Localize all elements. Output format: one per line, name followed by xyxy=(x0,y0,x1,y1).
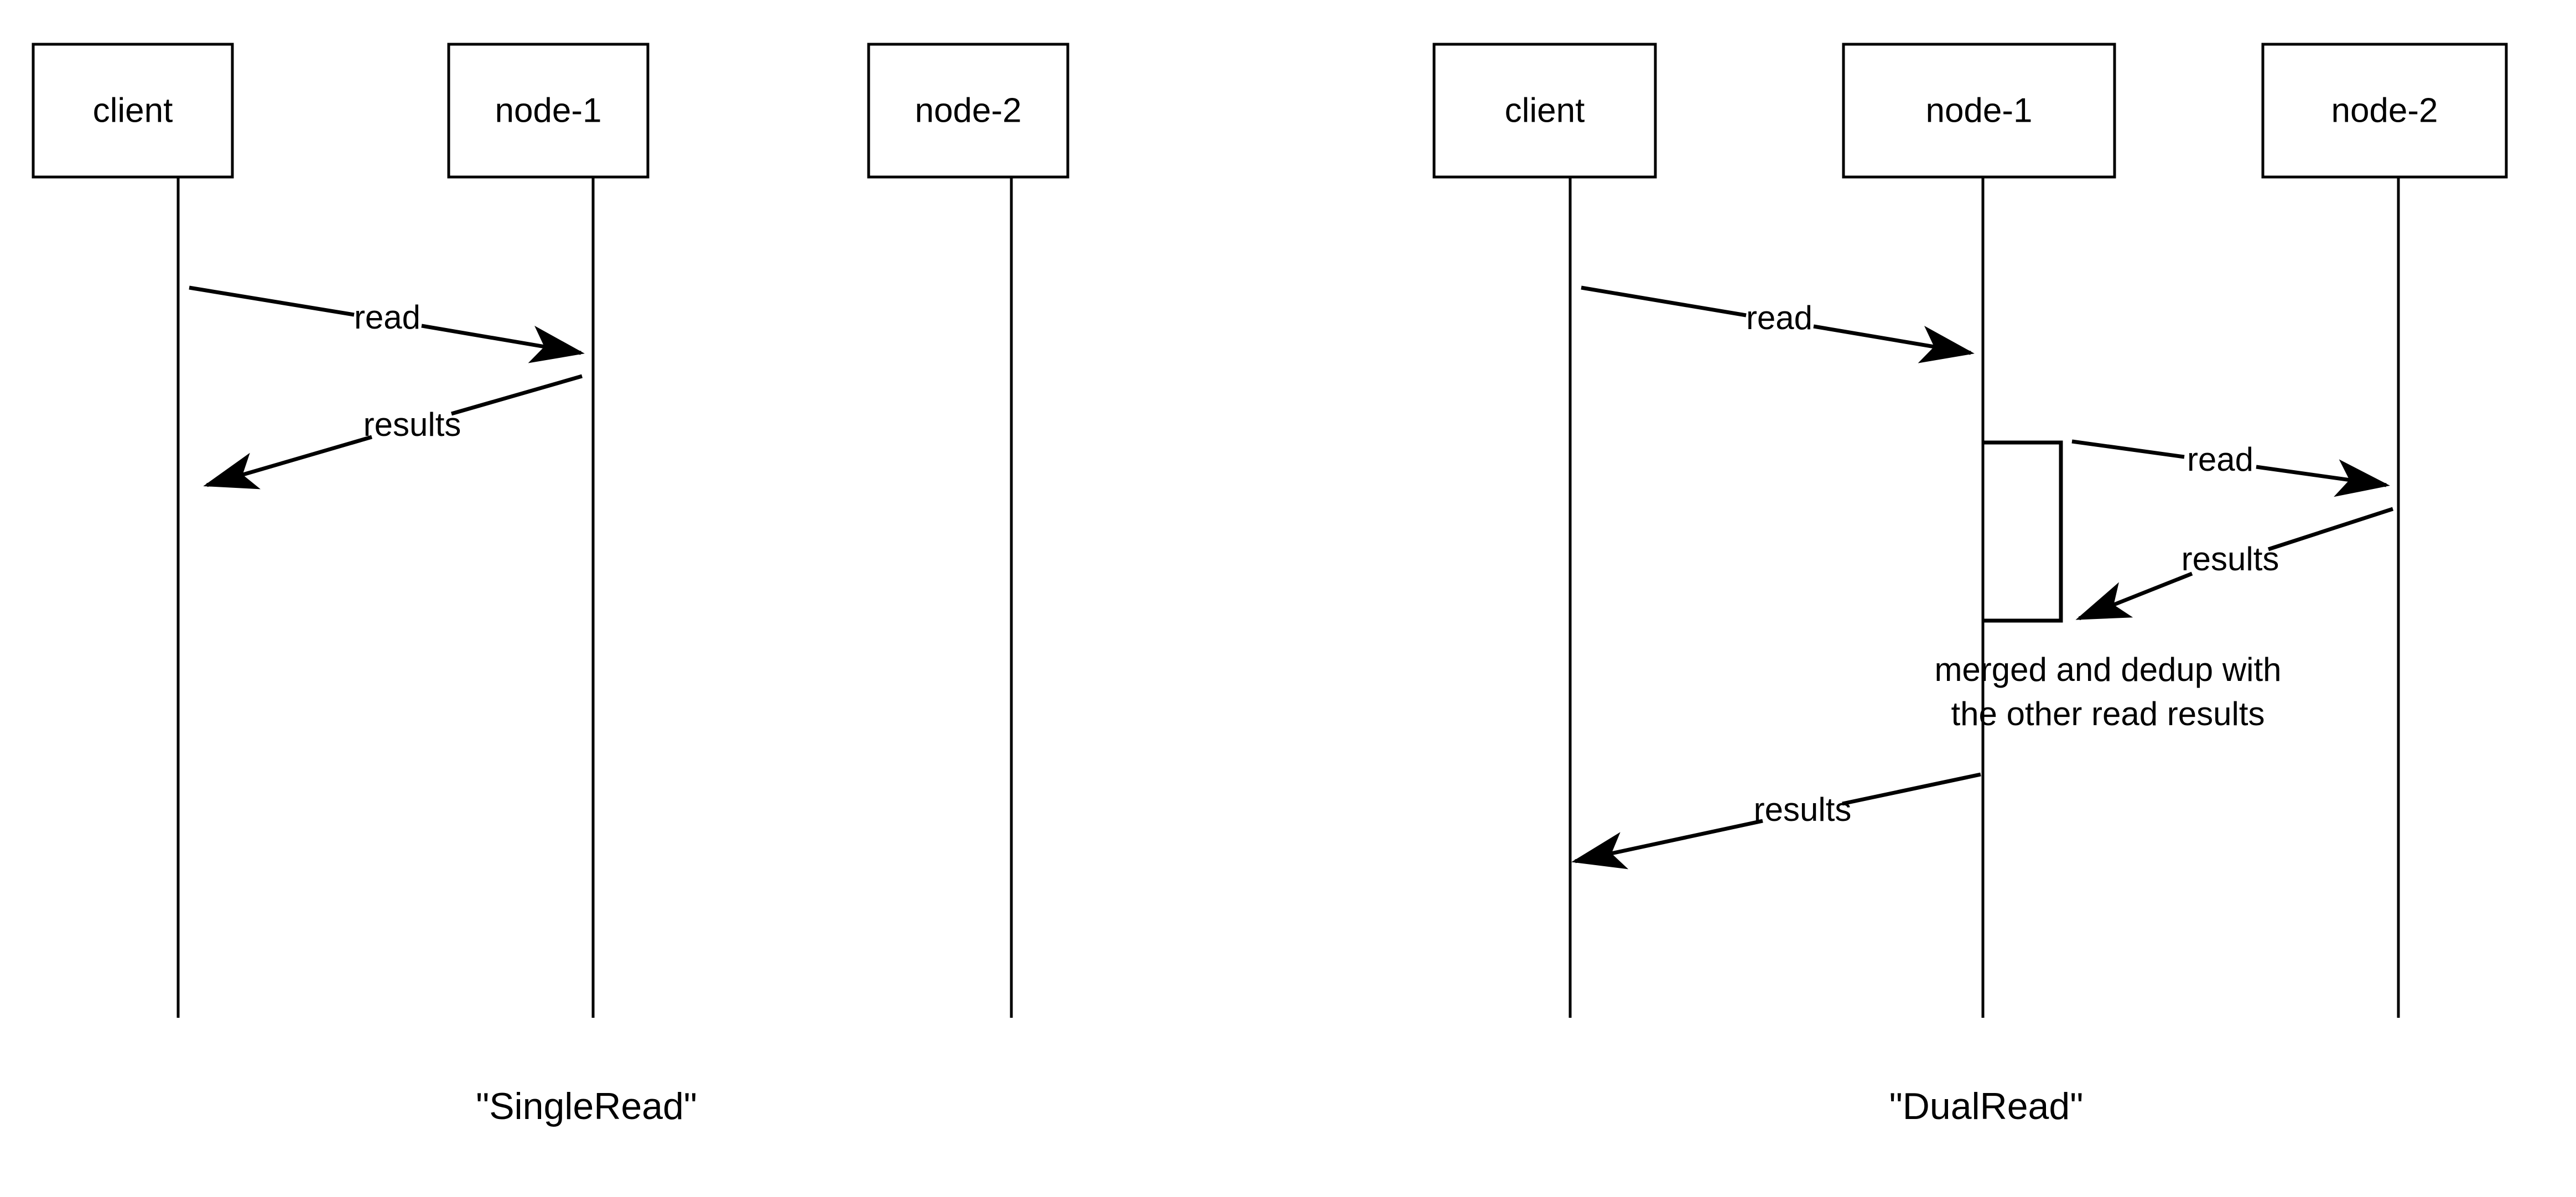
participant-box-client[interactable] xyxy=(1432,43,1657,179)
diagram-caption-dual-read: "DualRead" xyxy=(1889,1085,2084,1127)
participant-label-node-1: node-1 xyxy=(1925,91,2032,129)
participant-box-node-2[interactable] xyxy=(2261,43,2508,179)
participant-box-node-1[interactable] xyxy=(447,43,650,179)
participant-client[interactable]: client xyxy=(1432,43,1657,179)
message-label-read: read xyxy=(354,299,420,336)
note-line-2: the other read results xyxy=(1951,695,2265,732)
participant-node-1[interactable]: node-1 xyxy=(447,43,650,179)
participant-label-node-2: node-2 xyxy=(2331,91,2438,129)
message-label-read: read xyxy=(1746,299,1812,336)
participant-client[interactable]: client xyxy=(32,43,234,179)
participant-label-node-1: node-1 xyxy=(495,91,601,129)
message-label-results: results xyxy=(363,406,461,443)
message-line-segment xyxy=(1813,324,1975,363)
message-label-results: results xyxy=(2182,540,2279,577)
note-line-1: merged and dedup with xyxy=(1934,651,2281,688)
message-line-segment xyxy=(189,285,355,317)
message-line-segment xyxy=(2075,571,2193,621)
message-line-segment xyxy=(2267,507,2394,551)
participant-node-2[interactable]: node-2 xyxy=(2261,43,2508,179)
diagram-caption-single-read: "SingleRead" xyxy=(476,1085,697,1127)
message-line-segment xyxy=(2256,459,2390,497)
message-line-segment xyxy=(451,374,583,416)
participant-node-1[interactable]: node-1 xyxy=(1842,43,2116,179)
diagram-dual-read: client node-1 node-2 read xyxy=(1432,43,2508,1127)
diagram-single-read: client node-1 node-2 read xyxy=(32,43,1069,1127)
message-label-read: read xyxy=(2187,441,2253,478)
message-line-segment xyxy=(1571,819,1763,870)
participant-label-client: client xyxy=(1505,91,1585,129)
participant-label-node-2: node-2 xyxy=(915,91,1021,129)
message-line-segment xyxy=(1581,285,1747,318)
message-results-node-1-to-client[interactable]: results xyxy=(1571,772,1981,870)
participant-box-node-2[interactable] xyxy=(867,43,1069,179)
message-read-client-to-node-1[interactable]: read xyxy=(189,285,585,363)
message-line-segment xyxy=(1842,772,1981,806)
message-results-node-1-to-client[interactable]: results xyxy=(203,374,583,490)
note-merged-dedup: merged and dedup with the other read res… xyxy=(1934,651,2281,732)
activation-bracket-node-1 xyxy=(1983,440,2063,623)
message-read-node-1-to-node-2[interactable]: read xyxy=(2071,439,2390,497)
participant-box-client[interactable] xyxy=(32,43,234,179)
message-label-results: results xyxy=(1754,791,1852,828)
participant-box-node-1[interactable] xyxy=(1842,43,2116,179)
message-line-segment xyxy=(421,324,585,363)
message-line-segment xyxy=(203,435,372,490)
message-results-node-2-to-node-1[interactable]: results xyxy=(2075,507,2394,621)
message-line-segment xyxy=(2071,439,2185,459)
participant-node-2[interactable]: node-2 xyxy=(867,43,1069,179)
participant-label-client: client xyxy=(93,91,173,129)
message-read-client-to-node-1[interactable]: read xyxy=(1581,285,1975,363)
